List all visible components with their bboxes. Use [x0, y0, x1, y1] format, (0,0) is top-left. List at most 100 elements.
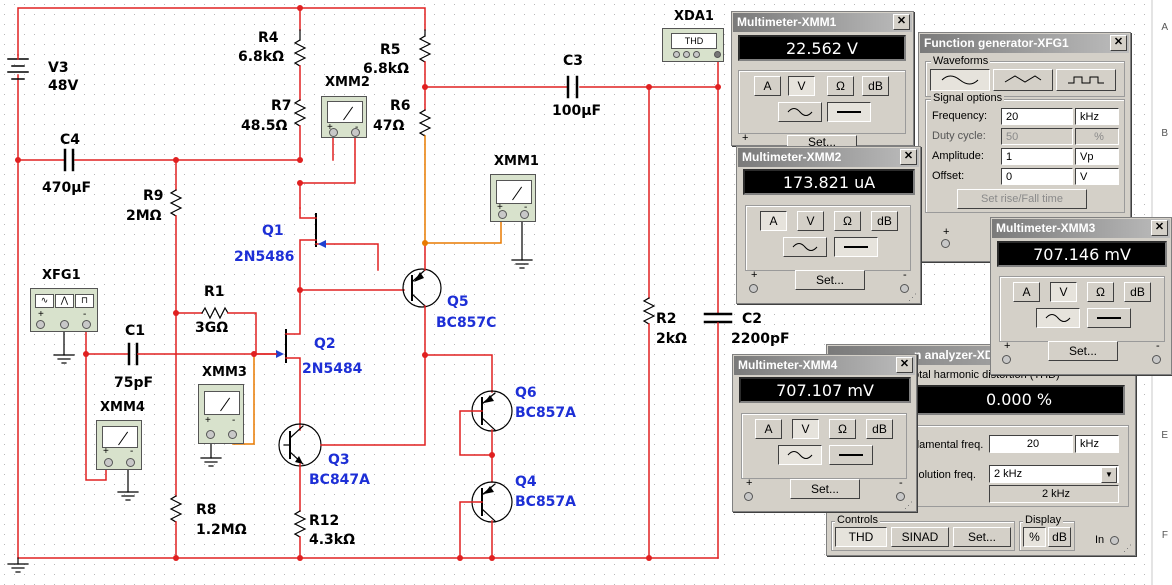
xmm3-v-button[interactable]: V — [1050, 282, 1077, 302]
xmm3-a-button[interactable]: A — [1013, 282, 1040, 302]
multimeter-xmm1-window[interactable]: Multimeter-XMM1 ✕ 22.562 V A V Ω dB + Se… — [731, 11, 914, 147]
multimeter-xmm4-title[interactable]: Multimeter-XMM4 — [734, 356, 915, 375]
ac-wave-icon — [1045, 314, 1071, 322]
q5-value: BC857C — [436, 315, 497, 331]
multimeter-xmm1-close-button[interactable]: ✕ — [893, 14, 910, 30]
multimeter-xmm3-window[interactable]: Multimeter-XMM3 ✕ 707.146 mV A V Ω dB Se… — [990, 217, 1172, 375]
xmm1-ohm-button[interactable]: Ω — [827, 76, 854, 96]
dc-line-icon — [844, 246, 868, 248]
xmm3-icon[interactable]: +- — [198, 384, 244, 444]
multimeter-xmm1-display: 22.562 V — [738, 35, 906, 61]
xmm3-minus-terminal[interactable] — [1152, 355, 1161, 364]
multimeter-xmm3-title[interactable]: Multimeter-XMM3 — [992, 219, 1170, 238]
r2-value: 2kΩ — [656, 331, 687, 347]
fg-terminal[interactable] — [941, 239, 950, 248]
xfg1-label: XFG1 — [42, 268, 81, 283]
function-generator-title[interactable]: Function generator-XFG1 — [920, 34, 1129, 53]
xmm2-ac-button[interactable] — [783, 237, 827, 257]
xmm1-dc-button[interactable] — [827, 102, 871, 122]
xmm2-a-button[interactable]: A — [760, 211, 787, 231]
db-button[interactable]: dB — [1048, 527, 1071, 547]
duty-cycle-input[interactable]: 50 — [1001, 128, 1073, 145]
frequency-unit[interactable]: kHz — [1075, 108, 1119, 125]
multimeter-xmm4-window[interactable]: Multimeter-XMM4 ✕ 707.107 mV A V Ω dB Se… — [732, 354, 917, 512]
xmm2-v-button[interactable]: V — [797, 211, 824, 231]
xmm2-minus-terminal[interactable] — [900, 284, 909, 293]
sine-wave-button[interactable] — [930, 69, 990, 91]
xmm1-v-button[interactable]: V — [788, 76, 815, 96]
xmm3-ohm-button[interactable]: Ω — [1087, 282, 1114, 302]
xmm4-plus-label: + — [746, 477, 753, 489]
xmm4-plus-terminal[interactable] — [744, 492, 753, 501]
chevron-down-icon[interactable]: ▼ — [1101, 467, 1117, 483]
xmm2-plus-terminal[interactable] — [749, 284, 758, 293]
function-generator-window[interactable]: Function generator-XFG1 ✕ Waveforms Sign… — [918, 32, 1131, 262]
multimeter-xmm4-close-button[interactable]: ✕ — [896, 357, 913, 373]
r4-name: R4 — [258, 30, 279, 46]
xmm2-set-button[interactable]: Set... — [795, 270, 865, 290]
xmm4-ohm-button[interactable]: Ω — [829, 419, 856, 439]
offset-input[interactable]: 0 — [1001, 168, 1073, 185]
q5-name: Q5 — [447, 294, 469, 310]
xfg1-icon[interactable]: ∿ ⋀ ⊓ +- — [30, 288, 98, 332]
resolution-freq-select[interactable]: 2 kHz ▼ — [989, 465, 1119, 483]
amplitude-input[interactable]: 1 — [1001, 148, 1073, 165]
xmm1-a-button[interactable]: A — [754, 76, 781, 96]
xmm1-icon[interactable]: +- — [490, 174, 536, 222]
percent-button[interactable]: % — [1023, 527, 1046, 547]
r12-value: 4.3kΩ — [309, 532, 356, 548]
resize-grip-icon[interactable]: ⋰ — [904, 500, 913, 510]
xmm3-set-button[interactable]: Set... — [1048, 341, 1118, 361]
controls-label: Controls — [835, 514, 880, 526]
fund-freq-unit[interactable]: kHz — [1075, 435, 1119, 453]
multimeter-xmm2-display: 173.821 uA — [743, 169, 915, 195]
set-rise-fall-button[interactable]: Set rise/Fall time — [957, 189, 1087, 209]
thd-button[interactable]: THD — [835, 527, 887, 547]
xmm3-plus-terminal[interactable] — [1002, 355, 1011, 364]
multimeter-xmm1-title[interactable]: Multimeter-XMM1 — [733, 13, 912, 32]
xmm4-dc-button[interactable] — [829, 445, 873, 465]
sine-wave-icon — [941, 75, 979, 85]
xmm4-v-button[interactable]: V — [792, 419, 819, 439]
ruler-label-e: E — [1161, 430, 1168, 441]
offset-unit[interactable]: V — [1075, 168, 1119, 185]
xmm2-dc-button[interactable] — [834, 237, 878, 257]
multimeter-xmm2-window[interactable]: Multimeter-XMM2 ✕ 173.821 uA A V Ω dB Se… — [736, 146, 921, 304]
multimeter-xmm2-close-button[interactable]: ✕ — [900, 149, 917, 165]
xmm4-set-button[interactable]: Set... — [790, 479, 860, 499]
r4-value: 6.8kΩ — [238, 49, 285, 65]
xda1-icon[interactable]: THD — [662, 28, 724, 62]
in-terminal[interactable] — [1110, 536, 1119, 545]
resize-grip-icon[interactable]: ⋰ — [1123, 543, 1132, 553]
xmm2-db-button[interactable]: dB — [871, 211, 898, 231]
r12-name: R12 — [309, 513, 340, 529]
sinad-button[interactable]: SINAD — [891, 527, 949, 547]
xmm3-label: XMM3 — [202, 365, 247, 380]
fund-freq-input[interactable]: 20 — [989, 435, 1073, 453]
xmm4-icon[interactable]: +- — [96, 420, 142, 470]
xmm3-ac-button[interactable] — [1036, 308, 1080, 328]
duty-cycle-unit[interactable]: % — [1075, 128, 1119, 145]
resize-grip-icon[interactable]: ⋰ — [908, 292, 917, 302]
square-wave-button[interactable] — [1056, 69, 1116, 91]
r9-name: R9 — [143, 188, 164, 204]
xmm2-ohm-button[interactable]: Ω — [834, 211, 861, 231]
xmm4-ac-button[interactable] — [778, 445, 822, 465]
xmm1-ac-button[interactable] — [778, 102, 822, 122]
xmm4-db-button[interactable]: dB — [866, 419, 893, 439]
xmm1-db-button[interactable]: dB — [862, 76, 889, 96]
multimeter-xmm3-close-button[interactable]: ✕ — [1151, 220, 1168, 236]
xmm3-db-button[interactable]: dB — [1124, 282, 1151, 302]
multimeter-xmm2-title[interactable]: Multimeter-XMM2 — [738, 148, 919, 167]
r2-name: R2 — [656, 311, 677, 327]
da-set-button[interactable]: Set... — [953, 527, 1011, 547]
amplitude-unit[interactable]: Vp — [1075, 148, 1119, 165]
xmm3-dc-button[interactable] — [1087, 308, 1131, 328]
function-generator-close-button[interactable]: ✕ — [1110, 35, 1127, 51]
xmm2-icon[interactable]: +- — [321, 96, 367, 138]
triangle-wave-button[interactable] — [993, 69, 1053, 91]
xmm4-a-button[interactable]: A — [755, 419, 782, 439]
xmm4-minus-terminal[interactable] — [896, 492, 905, 501]
frequency-input[interactable]: 20 — [1001, 108, 1073, 125]
distortion-analyzer-window[interactable]: n analyzer-XDA1 ✕ otal harmonic distorti… — [826, 344, 1136, 556]
